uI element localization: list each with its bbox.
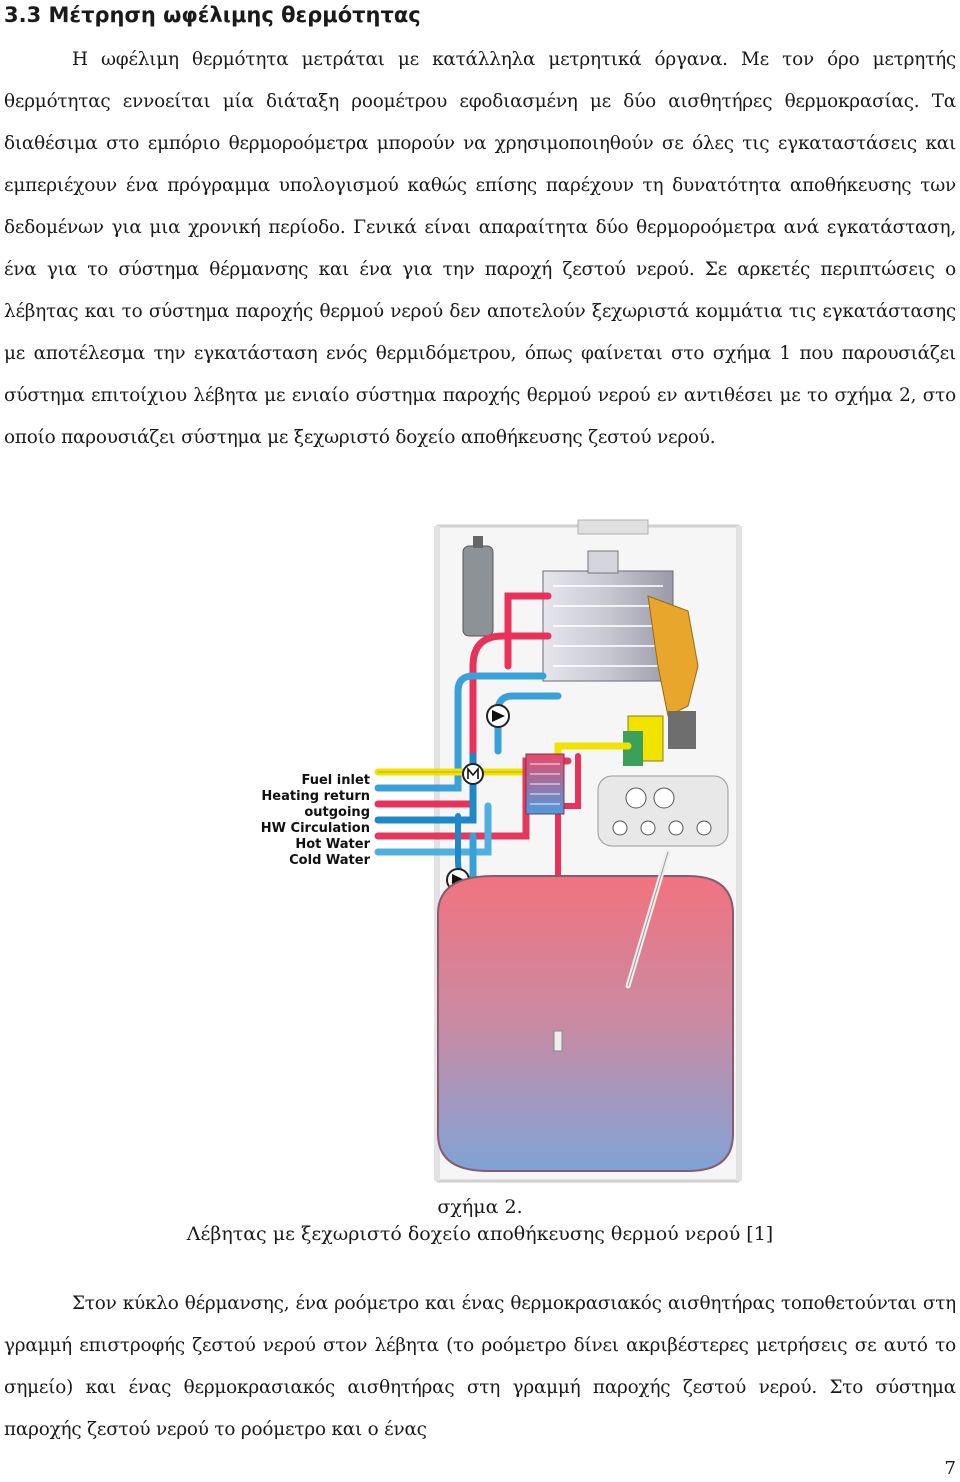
legend-hw-circulation: HW Circulation [261, 821, 370, 836]
hot-water-storage-tank [437, 849, 734, 1172]
boiler-diagram-figure: Fuel inlet Heating return outgoing HW Ci… [261, 519, 742, 1183]
heat-exchanger [542, 550, 674, 682]
legend-outgoing: outgoing [304, 805, 370, 820]
figure-caption-number: σχήμα 2. [437, 1196, 523, 1218]
body-paragraph-1: Η ωφέλιμη θερμότητα μετράται με κατάλληλ… [4, 49, 956, 448]
legend-cold-water: Cold Water [289, 853, 370, 868]
legend-hot-water: Hot Water [295, 837, 370, 852]
page-number: 7 [944, 1458, 956, 1479]
expansion-vessel [462, 536, 494, 637]
burner [623, 595, 699, 766]
pipe-legend: Fuel inlet Heating return outgoing HW Ci… [261, 773, 371, 868]
section-heading: 3.3 Μέτρηση ωφέλιμης θερμότητας [4, 3, 421, 27]
motorised-valve [462, 763, 484, 785]
figure-caption-text: Λέβητας με ξεχωριστό δοχείο αποθήκευσης … [186, 1223, 774, 1245]
body-paragraph-2: Στον κύκλο θέρμανσης, ένα ροόμετρο και έ… [4, 1293, 956, 1440]
legend-fuel-inlet: Fuel inlet [302, 773, 371, 788]
circulation-pump-1 [486, 704, 510, 728]
legend-heating-return: Heating return [261, 789, 370, 804]
plate-heat-exchanger [525, 753, 565, 815]
control-panel [597, 775, 729, 847]
